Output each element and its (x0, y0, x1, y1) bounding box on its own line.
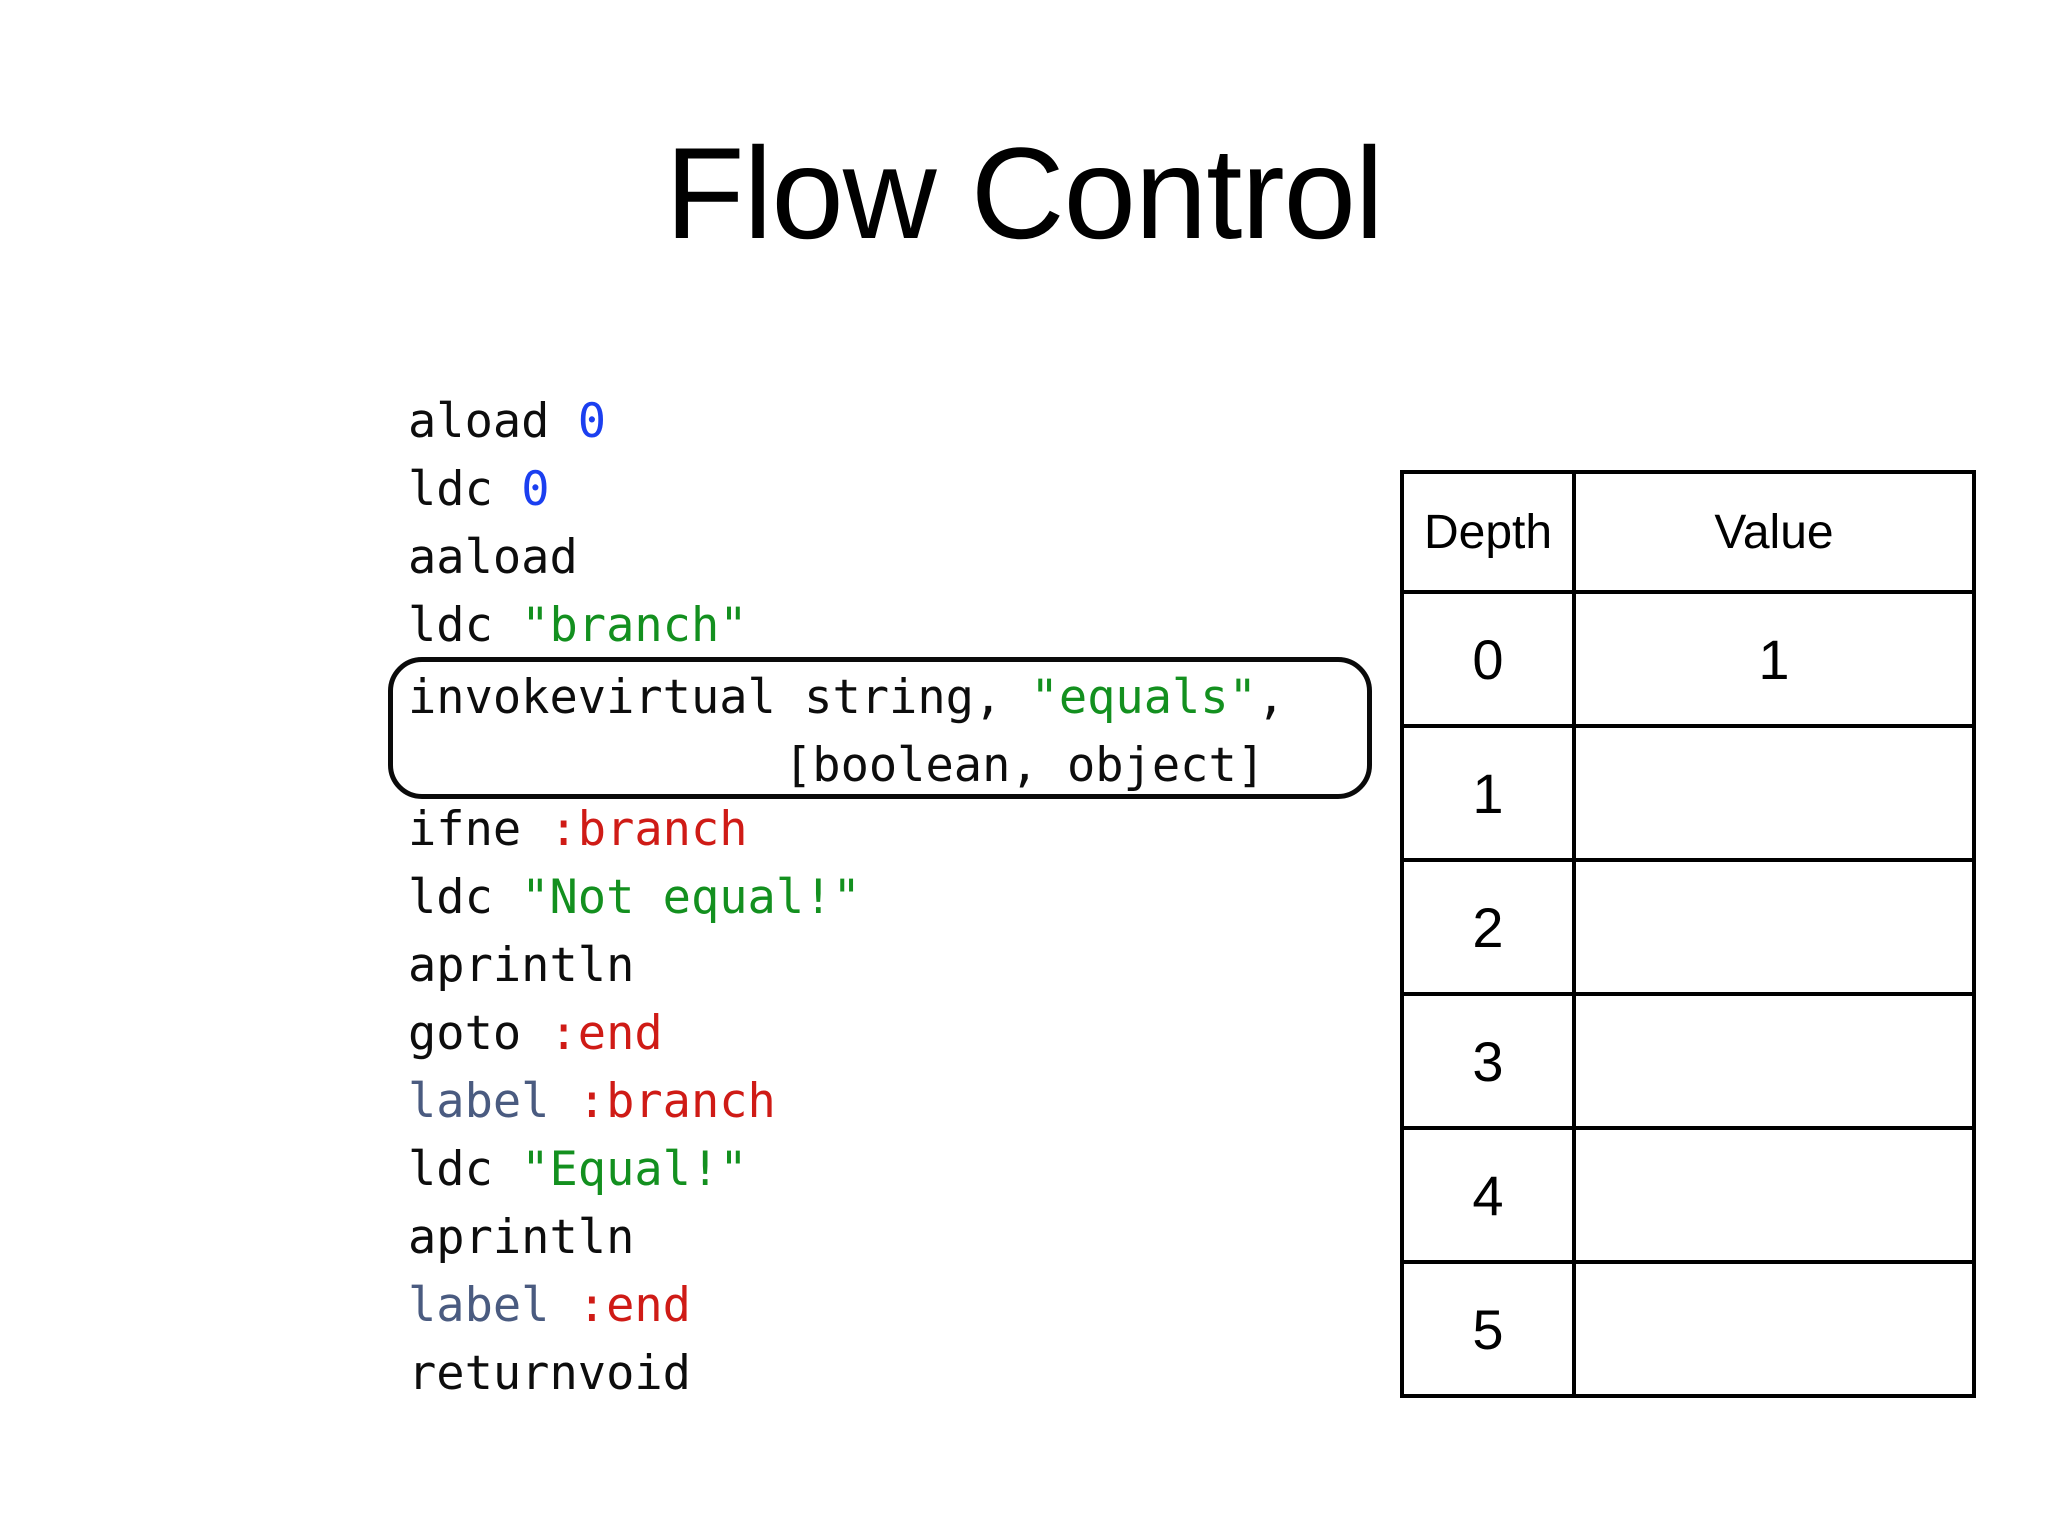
code-token-string: "equals" (1030, 670, 1257, 725)
cell-value: 1 (1572, 590, 1976, 728)
cell-depth: 2 (1400, 858, 1576, 996)
code-token-plain: ldc (408, 870, 522, 925)
code-token-number: 0 (521, 462, 550, 517)
table-row: 3 (1400, 992, 1976, 1130)
cell-depth: 0 (1400, 590, 1576, 728)
column-header-depth: Depth (1400, 470, 1576, 594)
code-token-number: 0 (577, 394, 607, 449)
column-header-value: Value (1572, 470, 1976, 594)
code-token-label_ref: :branch (577, 1074, 776, 1129)
code-line: aload 0 (408, 388, 861, 456)
highlighted-instruction-text: invokevirtual string, "equals", [boolean,… (408, 664, 1285, 800)
cell-value (1572, 1126, 1976, 1264)
table-header-row: Depth Value (1400, 470, 1976, 594)
code-token-plain: ldc (408, 1142, 522, 1197)
cell-value (1572, 992, 1976, 1130)
code-token-plain: returnvoid (408, 1346, 691, 1401)
cell-value (1572, 1260, 1976, 1398)
table-row: 4 (1400, 1126, 1976, 1264)
code-token-plain: aload (408, 394, 578, 449)
code-token-plain: aprintln (408, 1210, 635, 1265)
cell-depth: 1 (1400, 724, 1576, 862)
code-token-string: "Not equal!" (521, 870, 861, 925)
code-line: label :branch (408, 1068, 861, 1136)
code-token-label_ref: :branch (549, 802, 748, 857)
code-line: ldc "Equal!" (408, 1136, 861, 1204)
table-row: 5 (1400, 1260, 1976, 1398)
code-line: returnvoid (408, 1340, 861, 1408)
cell-value (1572, 858, 1976, 996)
code-token-keyword: label (408, 1074, 578, 1129)
code-line: aprintln (408, 1204, 861, 1272)
code-token-plain: invokevirtual string, (408, 670, 1031, 725)
code-line: ldc "branch" (408, 592, 861, 660)
code-line: label :end (408, 1272, 861, 1340)
code-token-label_ref: :end (549, 1006, 663, 1061)
code-line: ldc 0 (408, 456, 861, 524)
cell-value (1572, 724, 1976, 862)
code-line: ldc "Not equal!" (408, 864, 861, 932)
cell-depth: 5 (1400, 1260, 1576, 1398)
code-token-plain: ifne (408, 802, 550, 857)
highlighted-code-line: invokevirtual string, "equals", (408, 664, 1285, 732)
code-line: goto :end (408, 1000, 861, 1068)
cell-depth: 4 (1400, 1126, 1576, 1264)
code-line: aaload (408, 524, 861, 592)
code-token-label_ref: :end (577, 1278, 691, 1333)
table-row: 2 (1400, 858, 1976, 996)
code-token-plain: goto (408, 1006, 550, 1061)
code-line: ifne :branch (408, 796, 861, 864)
code-token-plain: [boolean, object] (784, 738, 1266, 793)
code-line: aprintln (408, 932, 861, 1000)
code-token-string: "Equal!" (521, 1142, 748, 1197)
code-token-keyword: label (408, 1278, 578, 1333)
highlighted-code-line: [boolean, object] (408, 732, 1285, 800)
page-title: Flow Control (665, 120, 1384, 266)
code-token-string: "branch" (521, 598, 748, 653)
code-token-plain: aprintln (408, 938, 635, 993)
cell-depth: 3 (1400, 992, 1576, 1130)
code-token-plain: , (1256, 670, 1286, 725)
code-token-plain: ldc (408, 462, 522, 517)
table-row: 1 (1400, 724, 1976, 862)
code-token-plain: aaload (408, 530, 578, 585)
code-token-plain: ldc (408, 598, 522, 653)
